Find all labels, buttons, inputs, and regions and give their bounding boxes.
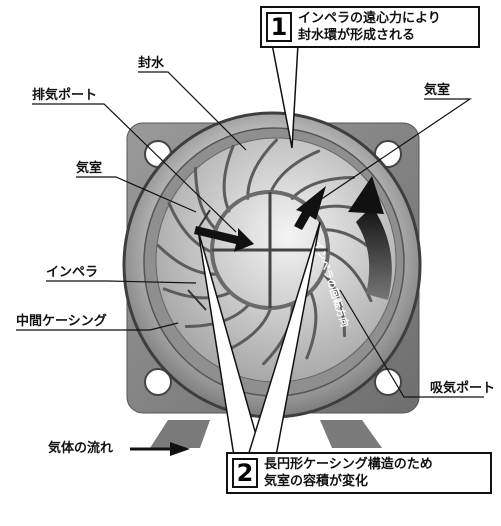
- callout-2-text: 長円形ケーシング構造のため 気室の容積が変化: [264, 456, 433, 490]
- label-seal-water: 封水: [138, 56, 165, 71]
- impeller-blade: [246, 138, 278, 200]
- callout-1: 1 インペラの遠心力により 封水環が形成される: [260, 6, 480, 48]
- callout-2: 2 長円形ケーシング構造のため 気室の容積が変化: [226, 452, 492, 494]
- impeller-blade: [167, 201, 214, 254]
- inner-flow-arrows: [194, 186, 326, 252]
- label-suction-port: 吸気ポート: [430, 381, 496, 396]
- label-impeller: インペラ: [46, 265, 99, 280]
- impeller-blade: [290, 176, 356, 200]
- callout-1-line-1: インペラの遠心力により: [298, 11, 441, 26]
- callout-2-line-1: 長円形ケーシング構造のため: [264, 457, 433, 472]
- impeller-blade: [305, 291, 318, 360]
- gas-flow-arrow: [130, 442, 190, 456]
- callout-1-number: 1: [266, 12, 292, 42]
- label-gas-flow: 気体の流れ: [48, 441, 114, 456]
- callout-2-pointers: [197, 221, 321, 457]
- callout-2-line-2: 気室の容積が変化: [264, 474, 369, 489]
- impeller-blade: [194, 166, 218, 232]
- impeller-blade: [162, 287, 231, 300]
- impeller-blade: [322, 272, 346, 338]
- callout-2-number: 2: [232, 458, 258, 488]
- callout-1-text: インペラの遠心力により 封水環が形成される: [298, 10, 441, 44]
- label-air-chamber-left: 気室: [76, 161, 103, 176]
- label-middle-casing: 中間ケーシング: [16, 314, 107, 329]
- leader-lines: [16, 71, 484, 398]
- rotation-arrow: [348, 176, 392, 300]
- impeller-blade: [222, 144, 235, 213]
- label-air-chamber-right: 気室: [424, 83, 451, 98]
- pump-legs: [150, 420, 382, 448]
- callout-1-line-2: 封水環が形成される: [298, 28, 416, 43]
- label-exhaust-port: 排気ポート: [32, 88, 98, 103]
- impeller-blade: [268, 149, 321, 196]
